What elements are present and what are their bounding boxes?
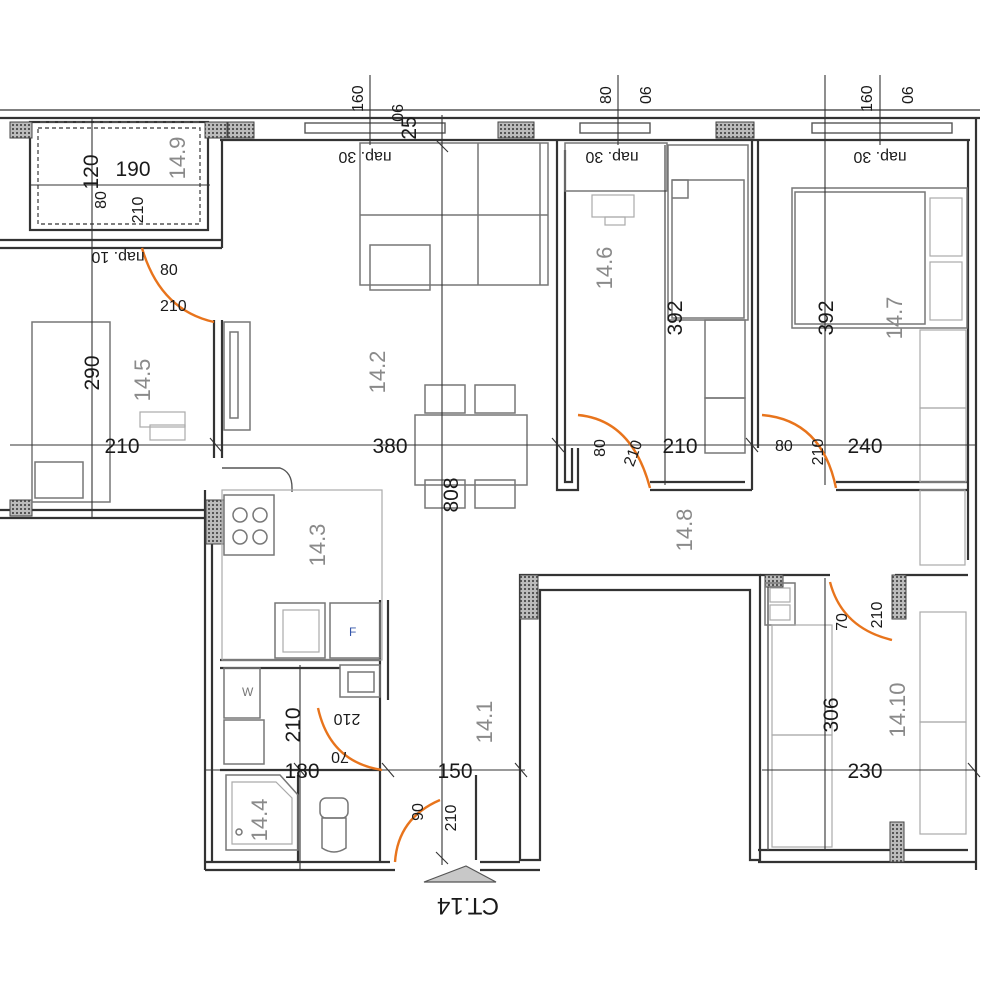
w1-height: 90 [388, 104, 405, 122]
dim-14-6-width: 210 [662, 435, 697, 458]
w3-height: 90 [898, 86, 915, 104]
dim-terrace-width: 190 [115, 158, 150, 181]
dim-terrace-door-h: 210 [130, 197, 147, 224]
door-14-10 [828, 581, 893, 642]
door-14-5 [140, 247, 215, 324]
dim-14-10-width: 230 [847, 760, 882, 783]
dim-14-10-depth: 306 [820, 697, 843, 732]
dim-total-depth: 808 [440, 477, 463, 512]
dim-living-width: 380 [372, 435, 407, 458]
dim-14-5-door-w: 80 [160, 262, 178, 279]
room-labels: 14.9 14.5 14.2 14.3 14.4 14.1 14.6 14.7 … [130, 137, 910, 842]
furniture [31, 142, 968, 853]
room-14-8: 14.8 [672, 509, 697, 552]
dim-bath-depth: 210 [282, 707, 305, 742]
dim-14-5-door-h: 210 [160, 298, 187, 315]
dim-wc-door-h: 210 [334, 710, 361, 727]
door-14-7 [761, 413, 838, 489]
dim-terrace-depth: 120 [80, 154, 103, 189]
dim-14-10-door-w: 70 [834, 613, 851, 631]
dim-entry-door-w: 90 [410, 803, 427, 821]
door-entry [393, 798, 441, 863]
room-14-6: 14.6 [592, 247, 617, 290]
fridge-label: F [349, 625, 356, 639]
door-wc [316, 707, 383, 772]
windows [40, 121, 953, 134]
dim-14-7-door-w: 80 [775, 438, 793, 455]
dim-14-10-door-h: 210 [869, 602, 886, 629]
w3-sill: пар. 30 [853, 148, 906, 165]
room-14-1: 14.1 [472, 701, 497, 744]
window-labels: 160 90 пар. 30 80 90 пар. 30 160 90 пар.… [91, 85, 915, 265]
dim-14-5-depth: 290 [81, 355, 104, 390]
room-14-10: 14.10 [885, 682, 910, 737]
room-14-2: 14.2 [365, 351, 390, 394]
dimension-lines [10, 75, 981, 870]
w2-height: 90 [636, 86, 653, 104]
w3-width: 160 [859, 85, 876, 112]
structural-columns [9, 121, 907, 863]
w1-width: 160 [350, 85, 367, 112]
dim-14-7-width: 240 [847, 435, 882, 458]
dimension-labels: 190 120 80 210 80 210 290 210 380 808 25… [80, 116, 886, 831]
dim-14-6-door-w: 80 [592, 439, 609, 457]
dim-bath-width: 180 [284, 760, 319, 783]
dim-terrace-door-w: 80 [93, 191, 110, 209]
walls [0, 109, 980, 872]
dim-entry-width: 150 [437, 760, 472, 783]
room-14-4: 14.4 [247, 799, 272, 842]
dim-14-5-width: 210 [104, 435, 139, 458]
section-label: СТ.14 [437, 892, 499, 919]
terrace-sill: пар. 10 [91, 248, 144, 265]
dim-wc-door-w: 70 [331, 748, 349, 765]
room-14-3: 14.3 [305, 524, 330, 567]
room-14-7: 14.7 [882, 297, 907, 340]
dim-14-7-door-h: 210 [810, 439, 827, 466]
dim-14-6-depth: 392 [664, 300, 687, 335]
washer-label: W [242, 685, 254, 699]
w2-sill: пар. 30 [585, 148, 638, 165]
dim-entry-door-h: 210 [443, 805, 460, 832]
dim-14-7-depth: 392 [815, 300, 838, 335]
door-14-6 [577, 413, 652, 489]
room-14-5: 14.5 [130, 359, 155, 402]
room-14-9: 14.9 [165, 137, 190, 180]
w2-width: 80 [598, 86, 615, 104]
door-swings [140, 247, 893, 863]
dim-living-top: 25 [398, 116, 421, 139]
w1-sill: пар. 30 [338, 148, 391, 165]
entry-arrow-icon [423, 865, 497, 883]
